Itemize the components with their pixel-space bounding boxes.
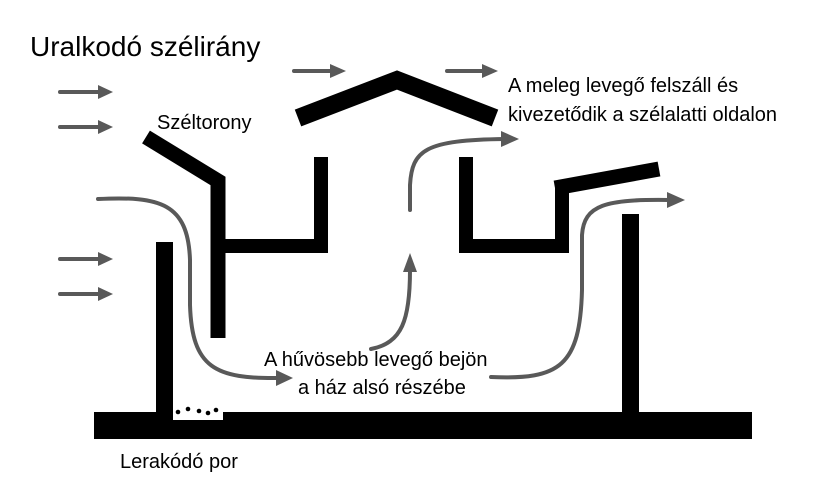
cool-air-inflow-arrow xyxy=(96,196,293,386)
wind-arrow-icon xyxy=(58,85,113,99)
wind-arrow-icon xyxy=(445,64,498,78)
dust-particles xyxy=(175,406,219,416)
left-outer-wall xyxy=(156,242,173,414)
leeward-vent-cap xyxy=(553,161,661,196)
leeward-exhaust-arrow xyxy=(489,192,685,380)
wind-tower-label: Széltorony xyxy=(157,112,252,134)
right-room-partition xyxy=(459,157,569,253)
prevailing-wind-title: Uralkodó szélirány xyxy=(30,31,260,62)
roof xyxy=(294,70,499,127)
warm-air-label-line1: A meleg levegő felszáll és xyxy=(508,75,738,97)
left-room-partition xyxy=(225,157,328,253)
right-outer-wall xyxy=(622,214,639,414)
rising-air-arrow xyxy=(369,253,417,351)
cool-air-label-line1: A hűvösebb levegő bejön xyxy=(264,349,488,371)
dust-recess xyxy=(173,412,223,420)
wind-arrows-left xyxy=(58,85,113,301)
cool-air-label-line2: a ház alsó részébe xyxy=(298,377,466,399)
wind-arrows-roof xyxy=(292,64,498,78)
wind-arrow-icon xyxy=(58,120,113,134)
wind-tower-scoop xyxy=(142,130,226,338)
warm-air-label-line2: kivezetődik a szélalatti oldalon xyxy=(508,104,777,126)
wind-arrow-icon xyxy=(58,287,113,301)
warm-air-exhaust-arrow xyxy=(408,131,519,212)
wind-arrow-icon xyxy=(58,252,113,266)
dust-label: Lerakódó por xyxy=(120,451,238,473)
wind-arrow-icon xyxy=(292,64,346,78)
